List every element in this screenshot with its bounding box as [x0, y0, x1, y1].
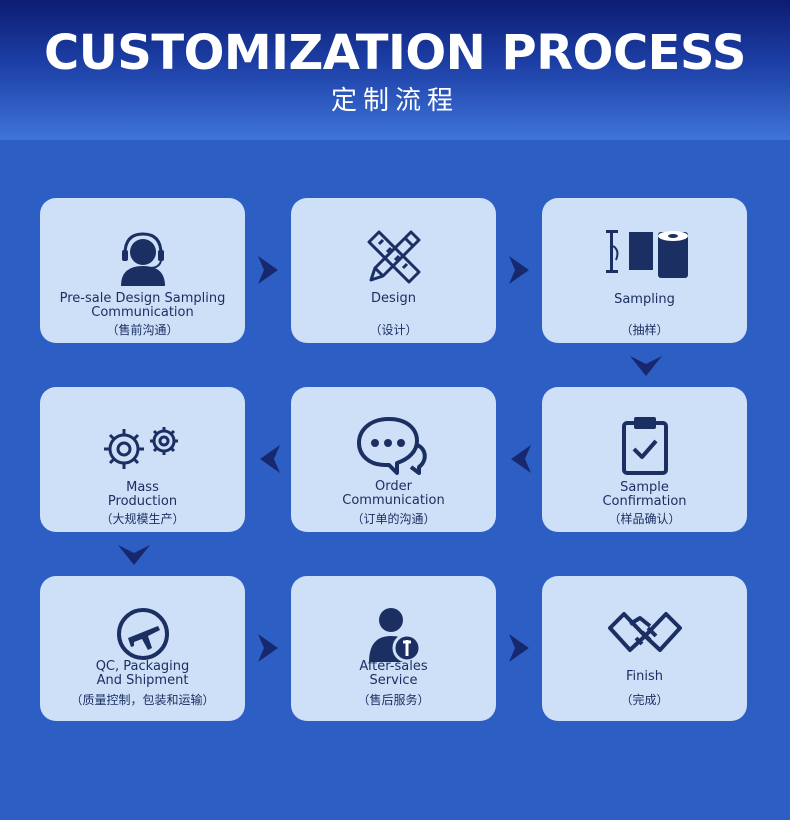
- step-sublabel: （大规模生产）: [100, 512, 185, 526]
- step-sublabel: （订单的沟通）: [351, 512, 436, 526]
- chevron-right-icon: [256, 632, 280, 664]
- step-label: Order Communication: [342, 479, 445, 508]
- page-subtitle: 定制流程: [330, 86, 459, 116]
- step-sublabel: （售后服务）: [357, 693, 430, 707]
- gears-icon: [92, 415, 192, 477]
- chevron-left-icon: [258, 443, 282, 475]
- step-label: After-sales Service: [359, 659, 428, 688]
- step-card-mass-production: Mass Production （大规模生产）: [40, 387, 245, 532]
- chat-bubbles-icon: [353, 415, 433, 477]
- page-title: CUSTOMIZATION PROCESS: [44, 25, 746, 81]
- pencil-ruler-icon: [363, 226, 425, 288]
- step-card-after-sales: After-sales Service （售后服务）: [291, 576, 496, 721]
- step-label: Design: [371, 291, 416, 306]
- airplane-icon: [112, 604, 174, 666]
- step-label: Pre-sale Design Sampling Communication: [59, 291, 226, 320]
- chevron-left-icon: [509, 443, 533, 475]
- step-card-sample-confirmation: Sample Confirmation （样品确认）: [542, 387, 747, 532]
- chevron-right-icon: [507, 254, 531, 286]
- step-label: QC, Packaging And Shipment: [95, 659, 190, 688]
- step-sublabel: （售前沟通）: [106, 323, 179, 337]
- chevron-right-icon: [507, 632, 531, 664]
- step-card-finish: Finish （完成）: [542, 576, 747, 721]
- chevron-down-icon: [628, 354, 664, 378]
- step-label: Finish: [625, 669, 663, 684]
- handshake-icon: [606, 604, 684, 666]
- step-sublabel: （抽样）: [620, 323, 669, 337]
- step-card-presale: Pre-sale Design Sampling Communication （…: [40, 198, 245, 343]
- step-card-sampling: Sampling （抽样）: [542, 198, 747, 343]
- step-label: Sample Confirmation: [602, 480, 687, 509]
- step-sublabel: （设计）: [369, 323, 418, 337]
- step-label: Mass Production: [107, 480, 178, 509]
- step-label: Sampling: [614, 292, 675, 307]
- step-sublabel: （质量控制，包装和运输）: [70, 693, 215, 707]
- step-card-qc-packaging: QC, Packaging And Shipment （质量控制，包装和运输）: [40, 576, 245, 721]
- step-sublabel: （完成）: [620, 693, 669, 707]
- step-card-design: Design （设计）: [291, 198, 496, 343]
- header-banner: CUSTOMIZATION PROCESS 定制流程: [0, 0, 790, 140]
- chevron-down-icon: [116, 543, 152, 567]
- step-card-order-communication: Order Communication （订单的沟通）: [291, 387, 496, 532]
- chevron-right-icon: [256, 254, 280, 286]
- sampling-roll-icon: [602, 226, 692, 288]
- user-wrench-icon: [363, 604, 425, 666]
- customer-service-icon: [112, 226, 174, 288]
- clipboard-check-icon: [614, 415, 676, 477]
- step-sublabel: （样品确认）: [608, 512, 681, 526]
